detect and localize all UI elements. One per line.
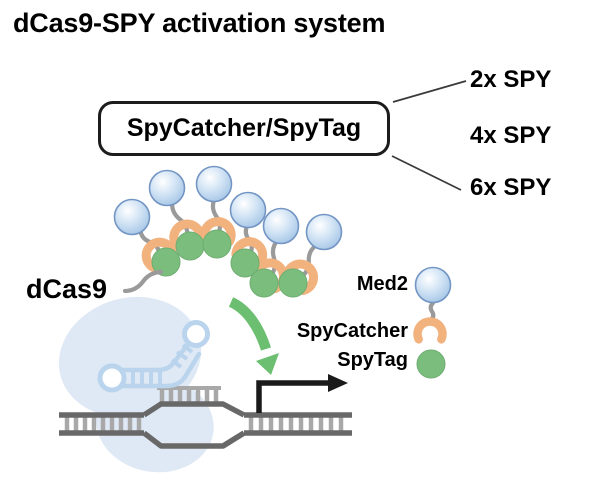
crescent-shape: [141, 237, 177, 273]
rna-loop-upper: [182, 320, 210, 348]
linker-squiggle-6: [297, 242, 320, 280]
figure-title: dCas9-SPY activation system: [13, 8, 386, 38]
linker-squiggle-3: [210, 195, 222, 238]
med2-sphere-icon: [414, 266, 452, 304]
legend-label-spytag: SpyTag: [337, 349, 408, 371]
activation-arrow: [228, 297, 279, 375]
legend-label-med2: Med2: [356, 273, 408, 295]
guide-rna: [97, 320, 210, 393]
med2-sphere-3: [195, 165, 233, 203]
spycatcher-crescent-2: [169, 219, 206, 252]
connector-line-2x: [392, 80, 467, 103]
transcription-start-arrow: [256, 374, 348, 413]
rna-dna-hybrid: [157, 386, 221, 403]
crescent-shape: [169, 219, 206, 252]
spy-cluster: [113, 165, 343, 298]
med2-sphere-6: [305, 213, 343, 251]
med2-sphere-5: [262, 207, 300, 245]
crescent-shape: [199, 217, 236, 247]
spytag-circle-5: [249, 268, 279, 298]
spytag-circle-2: [175, 231, 205, 261]
dcas9-label: dCas9: [26, 274, 108, 304]
spytag-circle-icon: [416, 349, 446, 379]
med2-sphere-2: [148, 169, 186, 207]
dcas9-linker-squiggle: [122, 269, 164, 294]
dna-bubble-bottom: [142, 430, 246, 449]
spycatcher-crescent-3: [199, 217, 236, 247]
spycatcher-crescent-4: [231, 237, 268, 271]
spycatcher-crescent-icon: [413, 317, 447, 344]
connector-line-6x: [391, 155, 462, 191]
spycatcher-spytag-box: SpyCatcher/SpyTag: [98, 101, 390, 156]
dna-bubble-top: [142, 401, 246, 418]
med2-sphere-4: [229, 191, 267, 229]
crescent-shape: [231, 237, 268, 271]
dna-rungs-right: [248, 415, 344, 433]
linker-squiggle-2: [170, 198, 190, 240]
spycatcher-crescent-1: [141, 237, 177, 273]
spytag-circle-6: [278, 268, 308, 298]
crescent-shape: [283, 259, 319, 296]
dna-rungs-left: [64, 415, 142, 433]
legend-icons: [413, 266, 452, 379]
rna-loop-left: [97, 363, 127, 393]
med2-sphere-1: [113, 198, 151, 236]
spytag-circle-4: [230, 248, 260, 278]
dna-double-helix: [59, 386, 352, 449]
variant-label-2x-spy: 2x SPY: [470, 66, 552, 93]
variant-label-4x-spy: 4x SPY: [470, 122, 552, 149]
legend-label-spycatcher: SpyCatcher: [296, 320, 408, 342]
spytag-circle-1: [151, 247, 181, 277]
linker-squiggle-5: [267, 237, 281, 279]
spycatcher-crescent-6: [283, 259, 319, 296]
spytag-circle-3: [202, 229, 232, 259]
variant-label-6x-spy: 6x SPY: [470, 174, 552, 201]
spycatcher-spytag-box-label: SpyCatcher/SpyTag: [126, 114, 362, 142]
